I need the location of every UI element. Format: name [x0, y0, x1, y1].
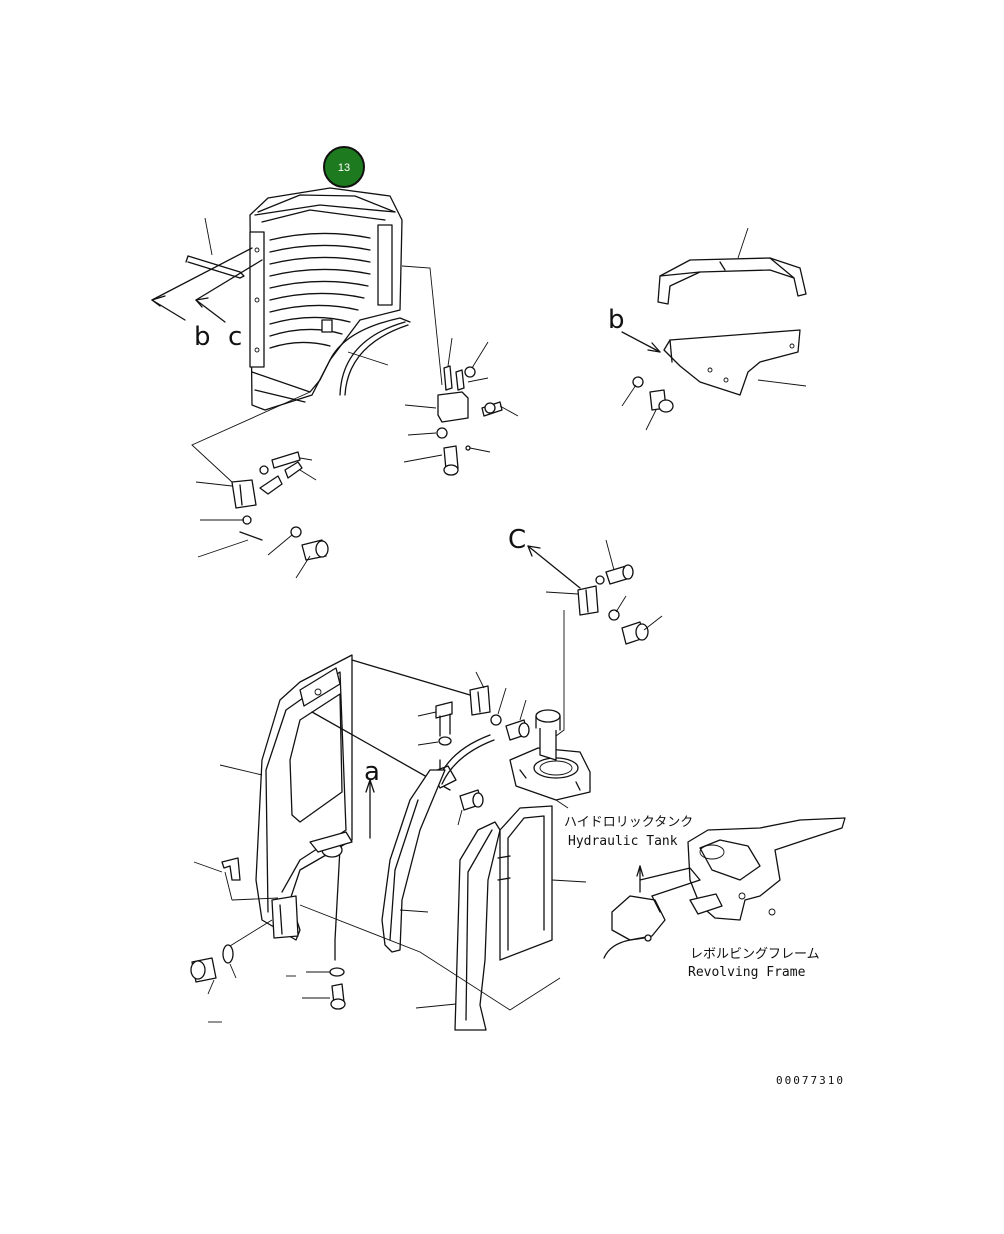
curved-side-panel [381, 769, 446, 953]
callout-c-right: C [508, 525, 526, 555]
hinge-bracket-lower-left [195, 451, 329, 579]
hydraulic-tank-label-jp: ハイドロリックタンク [564, 815, 693, 830]
mounting-plate [621, 329, 807, 431]
revolving-frame-label-en: Revolving Frame [688, 965, 806, 980]
top-cover [657, 227, 807, 305]
rear-panel [299, 805, 587, 1031]
handle-rod [185, 217, 245, 279]
hinge-bracket-c [527, 539, 663, 743]
drawing-number: 00077310 [776, 1074, 845, 1087]
grille-cover-assembly [249, 187, 411, 411]
hydraulic-tank-label-en: Hydraulic Tank [568, 834, 678, 849]
callout-b-upper-left: b [194, 322, 211, 352]
reference-badge[interactable]: 13 [323, 146, 365, 188]
grille-slats [269, 232, 371, 349]
revolving-frame-label-jp: レボルビングフレーム [690, 947, 820, 962]
hinge-bracket-upper [403, 337, 519, 476]
side-door [190, 654, 353, 1023]
callout-a: a [364, 757, 380, 787]
callout-c-upper-left: c [228, 322, 242, 352]
callout-b-upper-right: b [608, 305, 625, 335]
hydraulic-tank-filler [509, 709, 591, 809]
revolving-frame [603, 817, 846, 959]
reference-badge-number: 13 [338, 162, 350, 174]
